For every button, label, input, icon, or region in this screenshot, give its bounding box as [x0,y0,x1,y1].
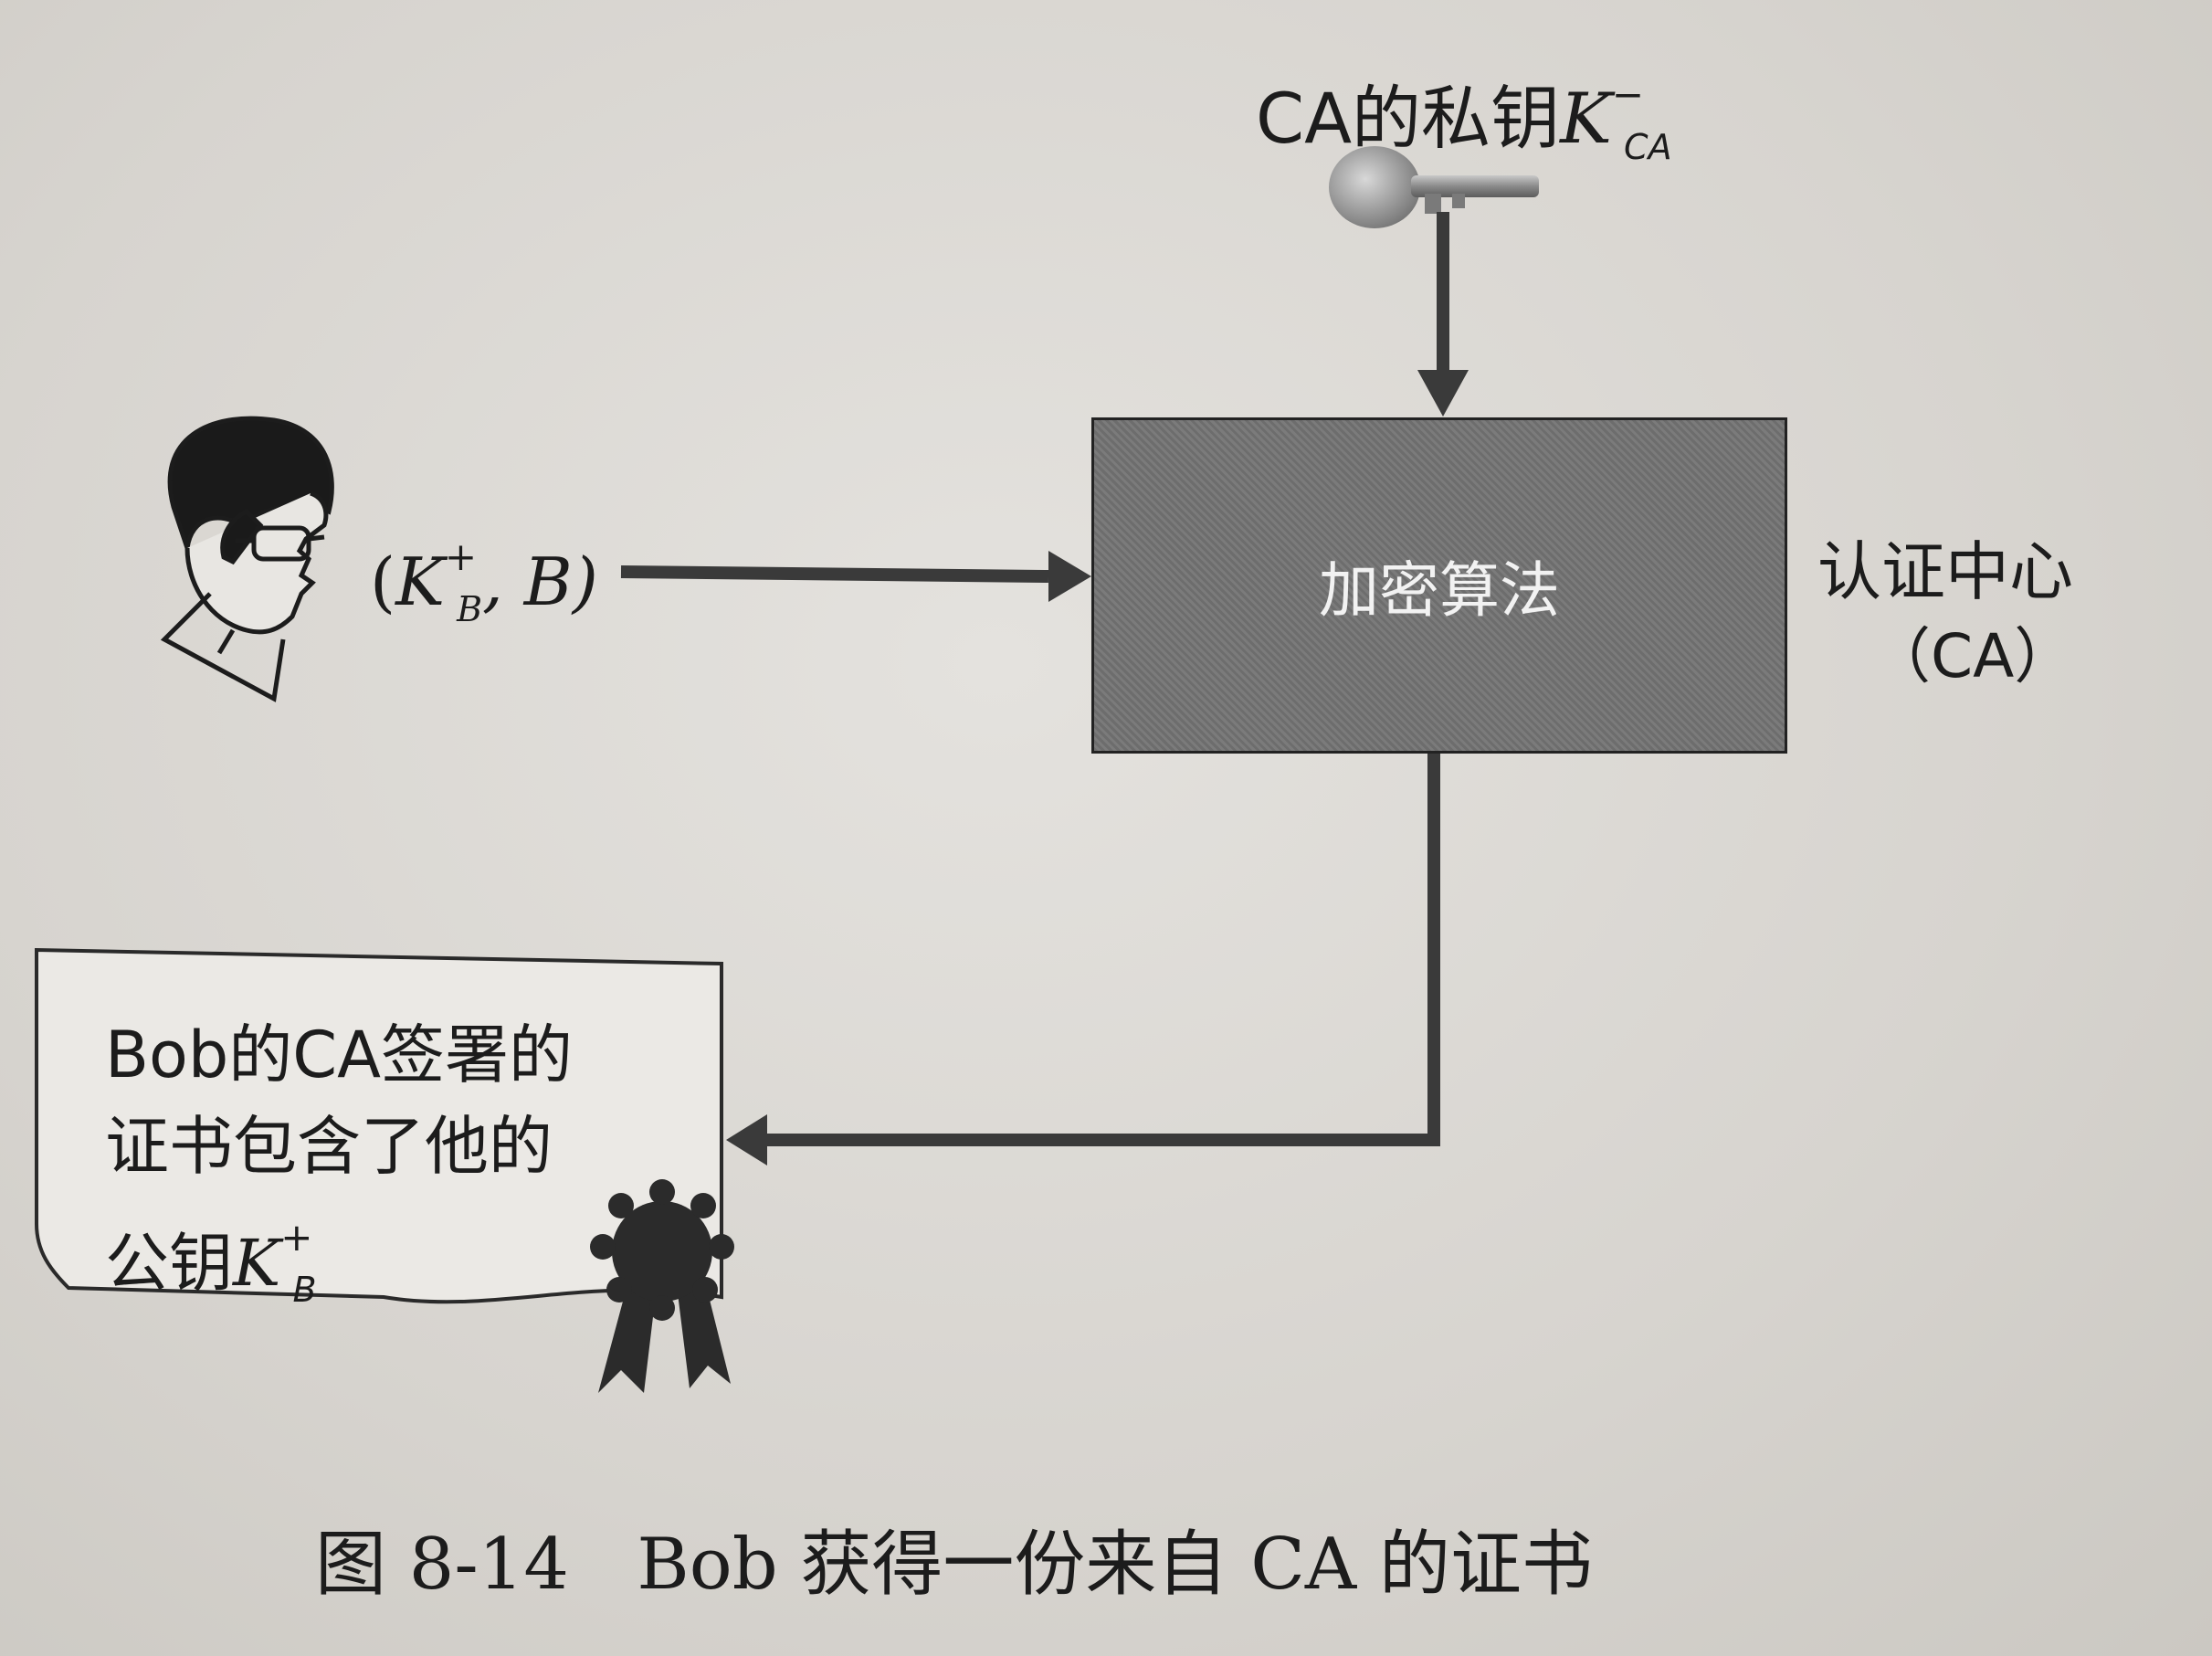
certificate-line-3-subscript: B [292,1270,317,1310]
certificate-line-3-symbol: K [233,1226,281,1301]
ca-private-key-label: CA的私钥K− CA [1256,62,1672,167]
sender-rest: , B) [482,543,598,620]
certificate-line-1: Bob的CA签署的 [105,1018,574,1092]
sender-prefix: ( [370,543,396,620]
ca-name-label: 认证中心 [1817,534,2073,609]
arrow-box-to-certificate [726,754,1440,1166]
key-label-text: CA的私钥 [1256,78,1561,159]
arrow-key-to-box [1417,212,1469,417]
sender-symbol: K [395,543,445,620]
certificate-line-2: 证书包含了他的 [105,1109,553,1184]
encryption-algorithm-box: 加密算法 [1091,417,1787,754]
figure-caption: 图 8-14 Bob 获得一份来自 CA 的证书 [315,1507,1593,1609]
encryption-algorithm-label: 加密算法 [1319,555,1560,626]
key-superscript: − [1611,72,1645,117]
seal-ribbon-icon [590,1179,734,1393]
certificate-line-3-superscript: + [280,1215,313,1260]
certificate-line-3: 公钥K+ B [105,1192,573,1335]
sender-superscript: + [444,534,478,579]
key-symbol: K [1560,78,1612,159]
figure-caption-text: Bob 获得一份来自 CA 的证书 [637,1524,1594,1606]
certificate-text: Bob的CA签署的 证书包含了他的 公钥K+ B [105,1009,573,1335]
arrow-sender-to-box [620,551,1091,602]
sender-message-label: (K+ B, B) [370,534,598,629]
key-subscript: CA [1624,127,1672,167]
ca-abbr-label: （CA） [1870,621,2075,691]
key-icon [1329,146,1539,228]
certificate-line-3-text: 公钥 [105,1226,233,1301]
figure-number: 图 8-14 [315,1524,570,1606]
bob-person-icon [160,416,334,702]
sender-subscript: B [457,589,483,629]
